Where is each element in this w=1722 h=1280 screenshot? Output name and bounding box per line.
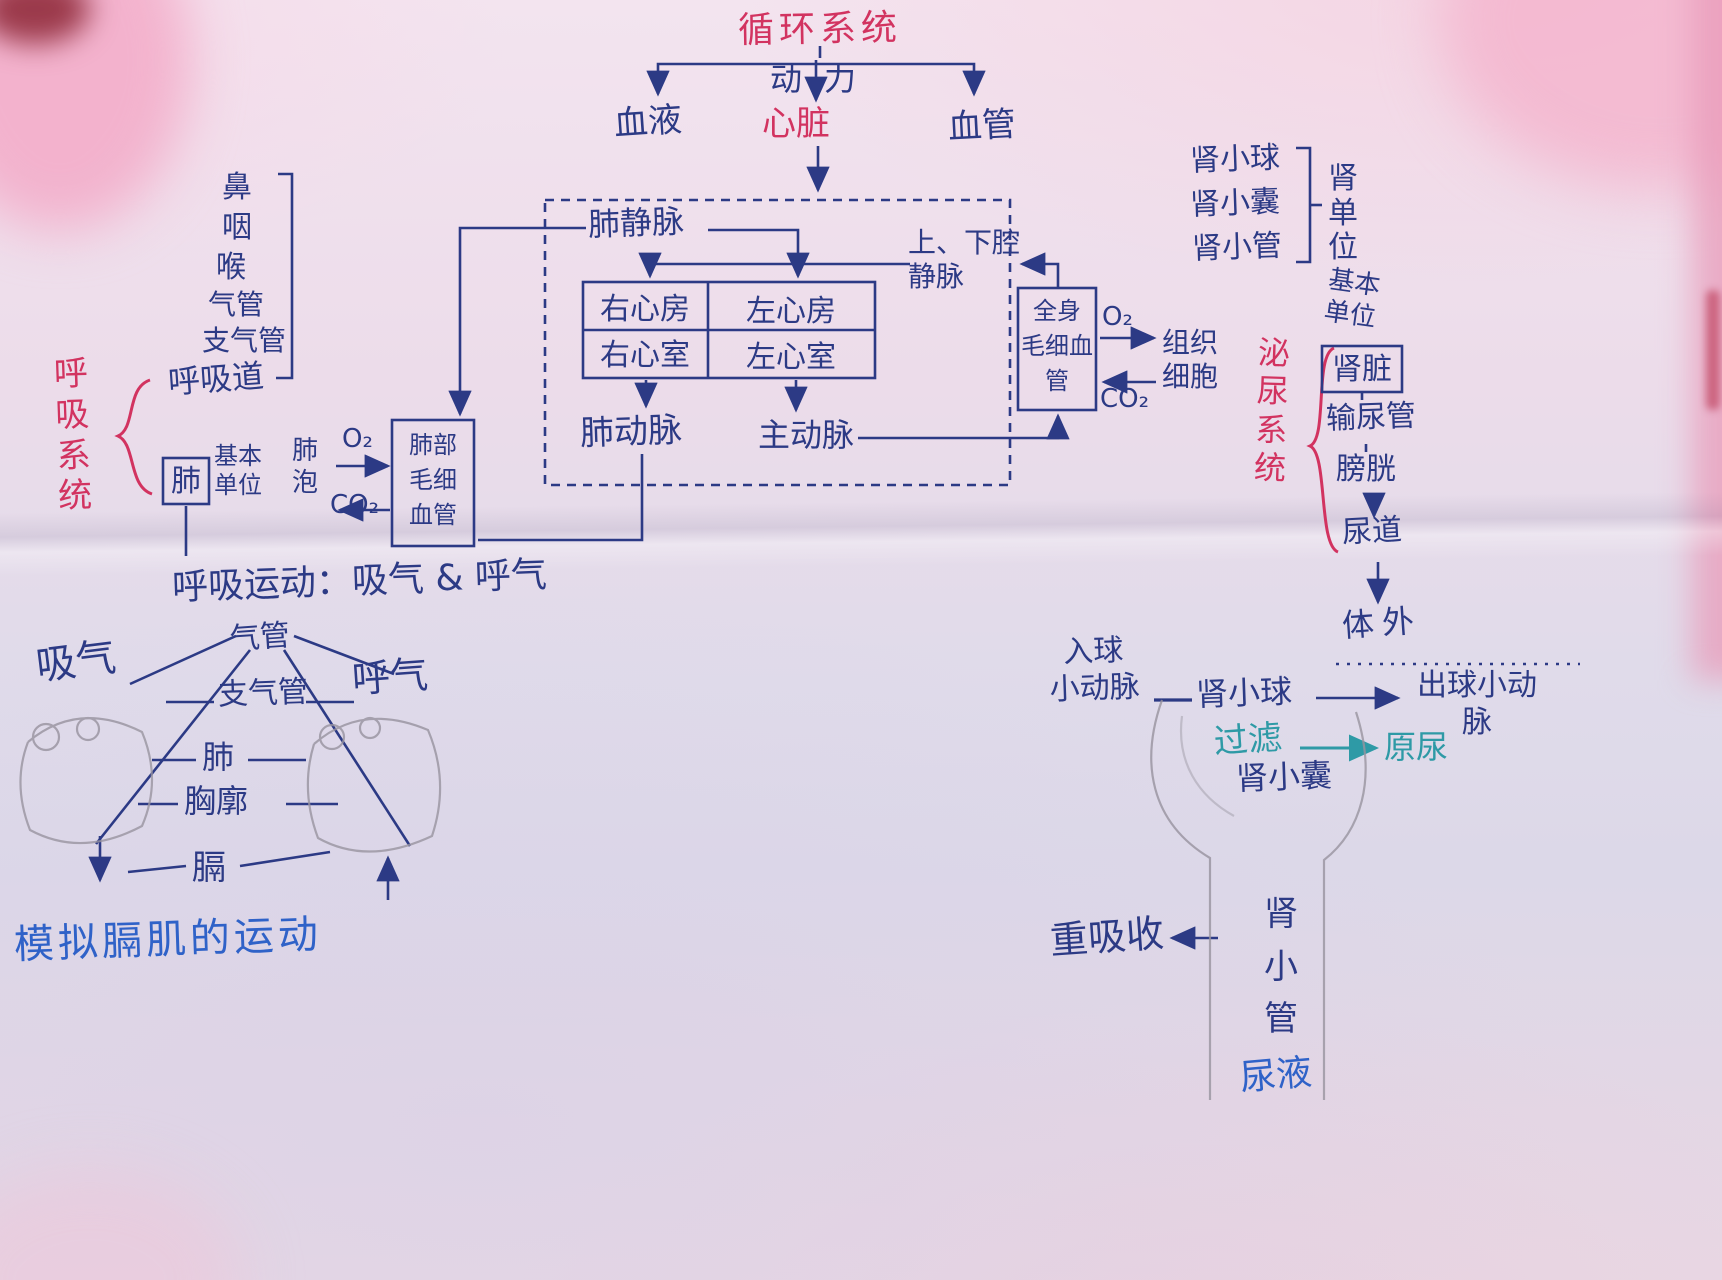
respiratory-connectors xyxy=(88,172,476,900)
label-ureter: 输尿管 xyxy=(1325,398,1417,437)
nephron-funnel-left xyxy=(1150,699,1212,1100)
label-urine: 尿液 xyxy=(1238,1051,1314,1100)
label-capsule: 肾小囊 xyxy=(1189,184,1281,223)
right-lung-sketch xyxy=(306,717,442,853)
label-bladder: 膀胱 xyxy=(1336,452,1396,487)
label-airway-trachea: 气管 xyxy=(208,288,265,321)
label-heart: 心脏 xyxy=(762,104,830,144)
label-bronchi-node: 支气管 xyxy=(217,674,309,713)
label-airway: 呼吸道 xyxy=(166,356,266,402)
label-o2-lung: O₂ xyxy=(342,424,373,454)
label-left-atrium: 左心房 xyxy=(746,294,836,329)
exhale-slope xyxy=(293,634,395,676)
label-vena-cava: 上、下腔 静脉 xyxy=(908,226,1021,294)
label-airway-nose: 鼻 xyxy=(222,170,252,205)
label-lung-basic-unit: 基本 单位 xyxy=(214,442,262,500)
capsule-inner-wall xyxy=(1179,715,1235,817)
label-glomerulus-2: 肾小球 xyxy=(1195,672,1293,714)
respiratory-system-brace xyxy=(114,378,153,496)
label-left-ventricle: 左心室 xyxy=(746,340,836,375)
label-kidney-basic-unit: 基本 单位 xyxy=(1322,264,1383,334)
label-pulmonary-vein: 肺静脉 xyxy=(587,202,685,244)
line-lung-capillaries-to-pulmonary-vein xyxy=(448,226,586,417)
nephron-funnel-right xyxy=(1322,711,1367,1100)
label-pulmonary-capillaries: 肺部 毛细 血管 xyxy=(409,431,457,529)
label-primary-urine: 原尿 xyxy=(1384,728,1449,766)
label-co2-lung: CO₂ xyxy=(330,490,380,520)
label-co2-tissue: CO₂ xyxy=(1100,384,1150,414)
label-right-ventricle: 右心室 xyxy=(600,338,690,373)
label-vessels: 血管 xyxy=(946,104,1017,148)
label-airway-larynx: 喉 xyxy=(216,250,246,285)
label-blood: 血液 xyxy=(612,99,684,145)
nephron-parts-bracket xyxy=(1296,146,1312,264)
label-respiratory-system: 呼 吸 系 统 xyxy=(53,353,93,517)
label-trachea-node: 气管 xyxy=(228,617,292,658)
label-tubule: 肾小管 xyxy=(1191,228,1283,267)
lung-capillaries-box xyxy=(390,418,476,548)
label-lung: 肺 xyxy=(171,464,201,499)
urinary-connectors xyxy=(1154,146,1580,950)
label-alveoli: 肺 泡 xyxy=(292,436,319,498)
label-filtration: 过滤 xyxy=(1212,717,1284,763)
dashed-circulation-box xyxy=(543,198,1012,487)
line-pulmonary-artery-to-lung-capillaries xyxy=(478,454,644,542)
label-lung-node: 肺 xyxy=(202,738,235,776)
lung-box xyxy=(161,456,211,506)
label-nephron: 肾 单 位 xyxy=(1328,161,1358,265)
label-kidney: 肾脏 xyxy=(1332,352,1392,387)
airway-bracket xyxy=(276,172,294,380)
label-afferent-arteriole: 入球 小动脉 xyxy=(1049,632,1141,708)
label-capsule-2: 肾小囊 xyxy=(1235,756,1333,798)
arrow-capillaries-to-vena-cava xyxy=(1019,252,1060,288)
arrow-to-vessels xyxy=(818,62,986,97)
arrow-vena-cava-to-right-atrium xyxy=(638,252,910,279)
label-circulatory-title: 循环系统 xyxy=(737,7,903,52)
circulatory-connectors xyxy=(448,46,1157,542)
label-urinary-system: 泌 尿 系 统 xyxy=(1253,333,1291,488)
label-urethra: 尿道 xyxy=(1341,512,1403,551)
label-pulmonary-artery: 肺动脉 xyxy=(579,410,683,454)
inhale-slope xyxy=(129,634,237,686)
right-long-slope xyxy=(282,649,412,847)
label-right-atrium: 右心房 xyxy=(600,292,690,327)
arrow-aorta-to-capillaries xyxy=(858,413,1070,440)
label-o2-tissue: O₂ xyxy=(1102,302,1133,332)
label-efferent-arteriole: 出球小动 脉 xyxy=(1417,668,1537,740)
label-thorax-node: 胸廓 xyxy=(184,782,249,820)
label-outside-body: 体外 xyxy=(1340,601,1424,645)
label-tubule-2: 肾 小 管 xyxy=(1264,894,1298,1040)
urinary-system-brace xyxy=(1306,346,1339,554)
label-airway-bronchi: 支气管 xyxy=(202,324,287,357)
label-inhale: 吸气 xyxy=(33,634,119,690)
label-glomerulus: 肾小球 xyxy=(1189,140,1281,179)
pencil-sketches xyxy=(19,699,1367,1100)
label-power: 动力 xyxy=(770,60,879,98)
red-braces xyxy=(114,346,1339,554)
label-diaphragm-node: 膈 xyxy=(192,848,226,888)
label-reabsorption: 重吸收 xyxy=(1048,911,1166,963)
arrow-pulmonary-vein-to-left-atrium xyxy=(708,228,810,279)
left-long-slope xyxy=(94,649,252,845)
arrow-to-blood xyxy=(646,62,818,97)
left-lung-sketch xyxy=(19,717,154,845)
label-aorta: 主动脉 xyxy=(758,416,855,454)
label-airway-pharynx: 咽 xyxy=(222,210,252,245)
label-tissue-cells: 组织 细胞 xyxy=(1162,326,1219,394)
label-exhale: 呼气 xyxy=(350,652,430,702)
label-systemic-capillaries: 全身 毛细血 管 xyxy=(1021,297,1093,395)
